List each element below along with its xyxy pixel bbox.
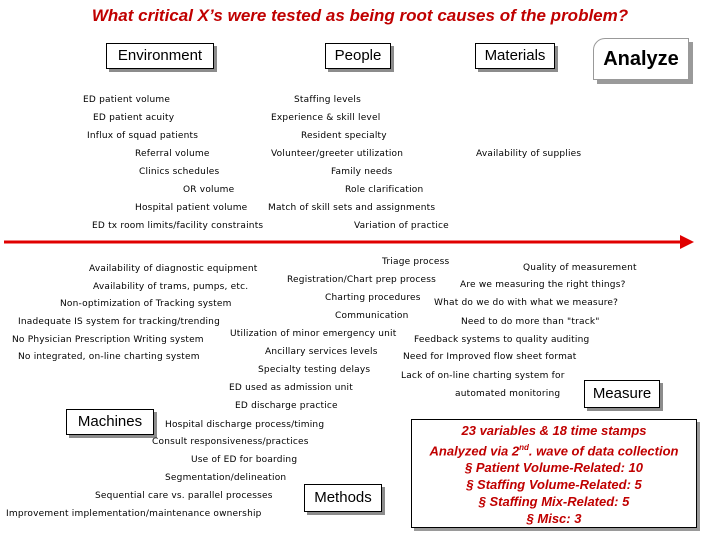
cause-label: Inadequate IS system for tracking/trendi… bbox=[18, 317, 221, 327]
cause-label: Specialty testing delays bbox=[258, 365, 371, 375]
summary-bullet: § Staffing Volume-Related: 5 bbox=[466, 477, 642, 493]
cause-label: Are we measuring the right things? bbox=[460, 280, 626, 290]
cause-label: Segmentation/delineation bbox=[165, 473, 287, 483]
cause-label: ED discharge practice bbox=[235, 401, 338, 411]
cause-label: Registration/Chart prep process bbox=[287, 275, 437, 285]
cause-label: ED patient acuity bbox=[93, 113, 175, 123]
cause-label: Communication bbox=[335, 311, 409, 321]
cause-label: Charting procedures bbox=[325, 293, 421, 303]
cause-label: Role clarification bbox=[345, 185, 424, 195]
summary-bullet: § Patient Volume-Related: 10 bbox=[465, 460, 643, 476]
cause-label: Family needs bbox=[331, 167, 393, 177]
cause-label: Experience & skill level bbox=[271, 113, 381, 123]
cause-label: Triage process bbox=[382, 257, 450, 267]
category-machines: Machines bbox=[66, 409, 154, 435]
cause-label: Consult responsiveness/practices bbox=[152, 437, 309, 447]
category-materials: Materials bbox=[475, 43, 555, 69]
category-measure: Measure bbox=[584, 380, 660, 408]
cause-label: Utilization of minor emergency unit bbox=[230, 329, 397, 339]
cause-label: No integrated, on-line charting system bbox=[18, 352, 200, 362]
cause-label: Clinics schedules bbox=[139, 167, 220, 177]
cause-label: Match of skill sets and assignments bbox=[268, 203, 436, 213]
page-title: What critical X’s were tested as being r… bbox=[91, 6, 629, 25]
cause-label: Hospital patient volume bbox=[135, 203, 248, 213]
cause-label: Lack of on-line charting system for bbox=[401, 371, 565, 381]
summary-line-1: 23 variables & 18 time stamps bbox=[461, 423, 647, 438]
summary-box: 23 variables & 18 time stamps Analyzed v… bbox=[411, 419, 697, 528]
cause-label: ED patient volume bbox=[83, 95, 171, 105]
cause-label: automated monitoring bbox=[455, 389, 561, 399]
summary-bullet: § Staffing Mix-Related: 5 bbox=[478, 494, 630, 510]
cause-label: Influx of squad patients bbox=[87, 131, 199, 141]
cause-label: Feedback systems to quality auditing bbox=[414, 335, 590, 345]
cause-label: Volunteer/greeter utilization bbox=[271, 149, 404, 159]
analyze-stamp: Analyze bbox=[593, 38, 689, 80]
summary-line-2-suffix: . wave of data collection bbox=[528, 443, 679, 459]
cause-label: Quality of measurement bbox=[523, 263, 637, 273]
cause-label: Ancillary services levels bbox=[265, 347, 378, 357]
category-environment: Environment bbox=[106, 43, 214, 69]
summary-line-2: Analyzed via 2nd. wave of data collectio… bbox=[412, 439, 696, 459]
summary-bullet: § Misc: 3 bbox=[526, 511, 582, 527]
cause-label: Availability of diagnostic equipment bbox=[89, 264, 258, 274]
cause-label: Resident specialty bbox=[301, 131, 387, 141]
spine-arrowhead bbox=[680, 235, 694, 249]
summary-line-2-superscript: nd bbox=[519, 443, 529, 452]
cause-label: Referral volume bbox=[135, 149, 210, 159]
cause-label: Sequential care vs. parallel processes bbox=[95, 491, 273, 501]
cause-label: What do we do with what we measure? bbox=[434, 298, 619, 308]
cause-label: ED tx room limits/facility constraints bbox=[92, 221, 264, 231]
cause-label: Hospital discharge process/timing bbox=[165, 420, 325, 430]
cause-label: ED used as admission unit bbox=[229, 383, 353, 393]
cause-label: Availability of supplies bbox=[476, 149, 582, 159]
cause-label: Non-optimization of Tracking system bbox=[60, 299, 232, 309]
cause-label: Improvement implementation/maintenance o… bbox=[6, 509, 262, 519]
cause-label: OR volume bbox=[183, 185, 235, 195]
cause-label: Need for Improved flow sheet format bbox=[403, 352, 577, 362]
cause-label: Variation of practice bbox=[354, 221, 449, 231]
category-people: People bbox=[325, 43, 391, 69]
cause-label: Use of ED for boarding bbox=[191, 455, 298, 465]
cause-label: Staffing levels bbox=[294, 95, 361, 105]
cause-label: Availability of trams, pumps, etc. bbox=[93, 282, 249, 292]
cause-label: No Physician Prescription Writing system bbox=[12, 335, 204, 345]
cause-label: Need to do more than "track" bbox=[461, 317, 600, 327]
category-methods: Methods bbox=[304, 484, 382, 512]
summary-line-2-prefix: Analyzed via 2 bbox=[429, 443, 520, 459]
